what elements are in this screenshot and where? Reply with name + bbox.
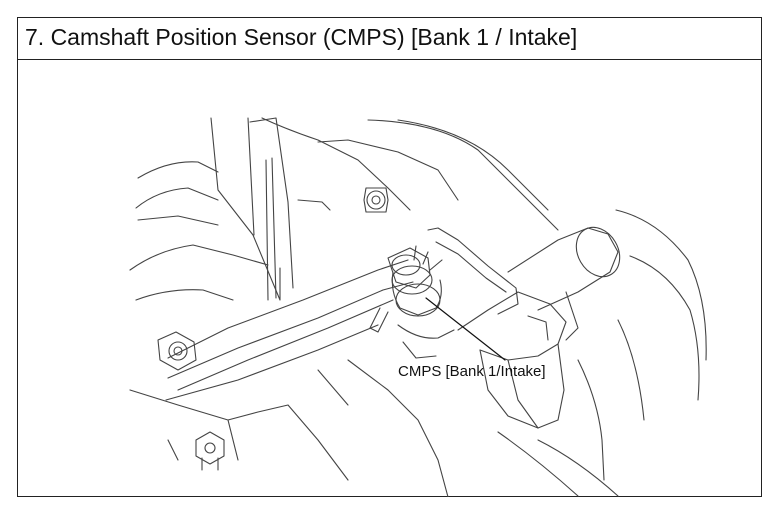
upper-housing [261,117,459,211]
small-bolt [195,431,225,471]
upper-bolt [363,187,389,213]
section-title: 7. Camshaft Position Sensor (CMPS) [Bank… [25,24,578,50]
cmps-line-drawing: CMPS [Bank 1/Intake] [129,117,707,497]
left-cover-lower [129,244,269,301]
connector-boot [507,226,621,341]
title-bar: 7. Camshaft Position Sensor (CMPS) [Bank… [18,18,761,60]
right-engine-curves [577,209,707,481]
cmps-sensor [369,245,443,333]
cropped-footer [30,509,330,525]
sensor-connector [427,227,567,429]
right-lower-curves [497,431,619,497]
bracket-pipe [265,157,277,301]
callout-leader [425,297,506,361]
lower-bolt [157,331,197,371]
lower-housing [129,389,349,481]
bracket-arm-lower [165,324,379,401]
upper-bracket-lines [210,117,331,301]
figure-frame: 7. Camshaft Position Sensor (CMPS) [Bank… [17,17,762,497]
left-cover-outline [135,161,219,226]
callout-label: CMPS [Bank 1/Intake] [398,363,546,380]
lower-mid-lines [317,359,449,497]
bracket-arm [167,259,414,391]
engine-illustration: CMPS [Bank 1/Intake] [18,60,761,497]
upper-right-curves [367,119,559,231]
mount-plate [397,324,455,359]
